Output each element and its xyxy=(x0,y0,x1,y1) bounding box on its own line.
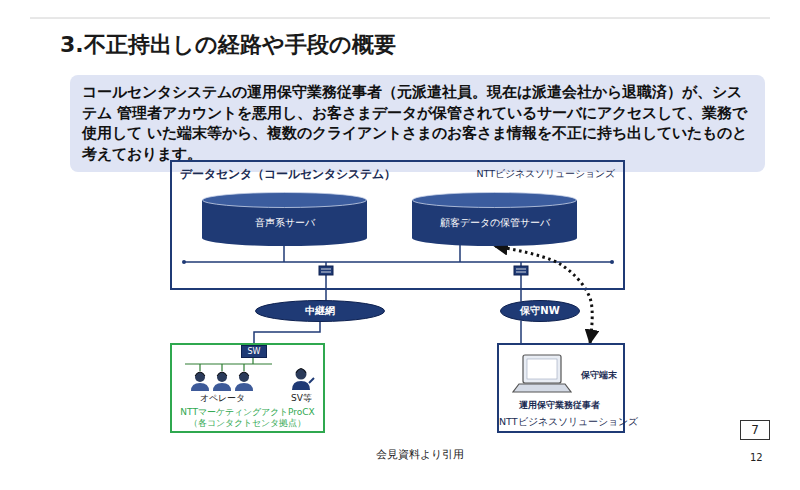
switch-arrows xyxy=(516,269,526,272)
operator-icon xyxy=(213,372,231,391)
summary-box: コールセンタシステムの運用保守業務従事者（元派遣社員。現在は派遣会社から退職済）… xyxy=(70,75,765,172)
page-number-box: 7 xyxy=(740,420,770,440)
page-number: 7 xyxy=(751,423,759,437)
operator-body xyxy=(213,383,231,391)
network-name: 保守NW xyxy=(520,304,559,318)
ellipse-fill xyxy=(256,301,385,322)
operator-body xyxy=(191,383,209,391)
laptop-base xyxy=(513,384,571,392)
lan-drop xyxy=(243,364,244,371)
cylinder-top xyxy=(413,193,577,208)
headset xyxy=(296,369,306,374)
operator-head xyxy=(239,372,249,382)
slide-number: 12 xyxy=(750,452,763,463)
switch-arrows xyxy=(321,269,331,272)
ellipse-fill xyxy=(501,301,580,322)
network-name: 中継網 xyxy=(305,304,335,318)
server-cylinder: 顧客データの保管サーバ xyxy=(412,192,577,246)
bus-end xyxy=(610,260,614,264)
slide-title: 3.不正持出しの経路や手段の概要 xyxy=(60,30,396,60)
lan-drop xyxy=(221,364,222,371)
supervisor-head xyxy=(296,369,307,380)
laptop-display xyxy=(527,359,557,379)
bus-end xyxy=(182,260,186,264)
network-ellipse: 保守NW xyxy=(500,300,580,322)
switch-icon xyxy=(514,266,528,275)
company-name: NTTビジネスソリューションズ xyxy=(499,416,623,429)
operator-icon xyxy=(235,372,253,391)
headset xyxy=(217,372,227,376)
lan-wire xyxy=(252,358,253,364)
switch-box: SW xyxy=(241,345,267,358)
network-link xyxy=(520,290,522,302)
headset xyxy=(195,372,205,376)
source-note: 会見資料より引用 xyxy=(320,447,520,462)
datacenter-box: 音声系サーバ 顧客データの保管サーバ データセンタ（コールセンタシステム） NTTビジ… xyxy=(170,160,625,290)
lan-bus xyxy=(184,261,612,263)
headset xyxy=(239,372,249,376)
server-name: 顧客データの保管サーバ xyxy=(440,208,550,230)
supervisor-icon xyxy=(292,369,314,391)
cylinder-top xyxy=(203,193,367,208)
operator-head xyxy=(217,372,227,382)
company-name: NTTマーケティングアクトProCX （各コンタクトセンタ拠点） xyxy=(174,407,321,429)
contact-center-box: SW NTTマーケティングアクトProCX （各コンタクトセンタ拠点） xyxy=(170,343,325,433)
lan-drop xyxy=(199,364,200,371)
operator-body xyxy=(235,383,253,391)
role-name: 運用保守業務従事者 xyxy=(519,399,600,412)
company-name: NTTビジネスソリューションズ xyxy=(476,168,615,181)
operator-icon xyxy=(191,372,209,391)
slide-rule xyxy=(30,18,770,19)
server-name: 音声系サーバ xyxy=(255,208,315,230)
operator-head xyxy=(195,372,205,382)
supervisor-body xyxy=(292,381,310,390)
network-link xyxy=(325,290,327,301)
network-link xyxy=(254,322,320,345)
server-drop xyxy=(459,243,461,262)
network-link xyxy=(520,321,522,344)
area-heading: データセンタ（コールセンタシステム） xyxy=(180,166,396,183)
device-name: 保守端末 xyxy=(581,369,617,382)
laptop-screen xyxy=(523,355,561,383)
server-drop xyxy=(283,244,285,262)
summary-text: コールセンタシステムの運用保守業務従事者（元派遣社員。現在は派遣会社から退職済）… xyxy=(82,82,753,165)
server-cylinder: 音声系サーバ xyxy=(202,192,367,246)
role-label: オペレータ xyxy=(200,392,245,405)
access-arrow xyxy=(495,246,593,343)
maintenance-box: 保守端末運用保守業務従事者 NTTビジネスソリューションズ xyxy=(497,343,625,433)
laptop-icon xyxy=(513,355,571,392)
role-label: SV等 xyxy=(291,392,312,405)
switch-name: SW xyxy=(248,348,261,356)
supervisor-arm xyxy=(309,378,314,383)
switch-icon xyxy=(319,266,333,275)
lan-wire xyxy=(185,363,272,364)
network-ellipse: 中継網 xyxy=(255,300,385,322)
